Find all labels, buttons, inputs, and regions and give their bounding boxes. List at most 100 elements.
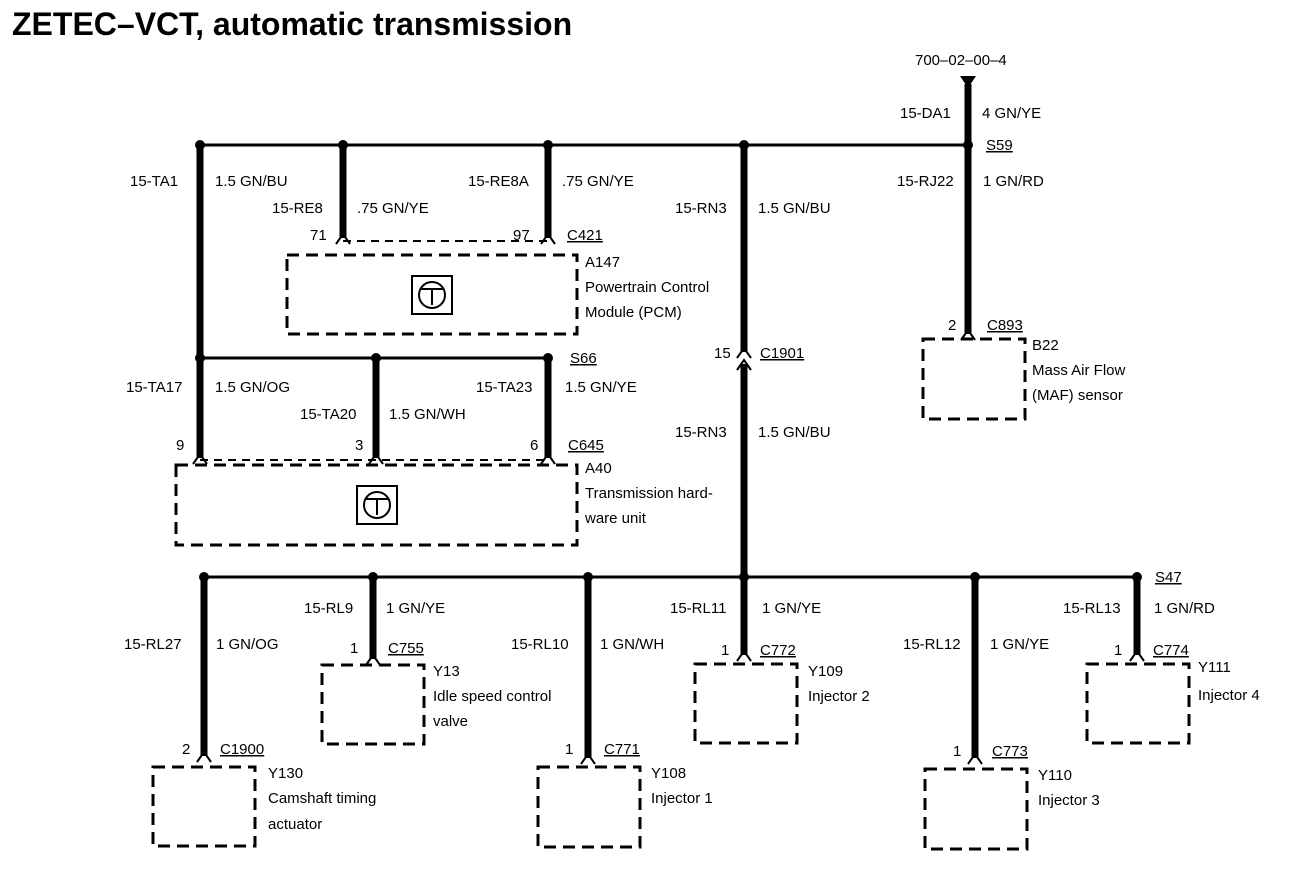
connector-c645: C645 xyxy=(568,437,604,454)
feed-wire-spec: 4 GN/YE xyxy=(982,105,1041,122)
pin-1: 1 xyxy=(953,743,961,760)
wire-15-rl11-circuit: 15-RL11 xyxy=(670,600,726,617)
wire-15-ta1-spec: 1.5 GN/BU xyxy=(215,173,288,190)
connector-arrow xyxy=(580,752,596,765)
wire-15-rl9-circuit: 15-RL9 xyxy=(304,600,353,617)
pin-71: 71 xyxy=(310,227,327,244)
wire-15-rl11-spec: 1 GN/YE xyxy=(762,600,821,617)
connector-arrow xyxy=(967,752,983,765)
wire-15-re8-spec: .75 GN/YE xyxy=(357,200,429,217)
pin-2: 2 xyxy=(948,317,956,334)
wire-15-rl9-spec: 1 GN/YE xyxy=(386,600,445,617)
pin-3: 3 xyxy=(355,437,363,454)
connector-arrow xyxy=(736,649,752,662)
component-a40-line2: ware unit xyxy=(584,510,647,527)
component-y111-id: Y111 xyxy=(1198,659,1231,676)
pin-6: 6 xyxy=(530,437,538,454)
wire-15-rl12-circuit: 15-RL12 xyxy=(903,636,961,653)
component-y13-line1: Idle speed control xyxy=(433,688,551,705)
pin-9: 9 xyxy=(176,437,184,454)
component-b22-id: B22 xyxy=(1032,337,1059,354)
wire-15-rl13-circuit: 15-RL13 xyxy=(1063,600,1121,617)
component-y109-id: Y109 xyxy=(808,663,843,680)
connector-arrow xyxy=(960,328,976,341)
component-y111-line1: Injector 4 xyxy=(1198,687,1260,704)
pin-97: 97 xyxy=(513,227,530,244)
wire-15-ta20-spec: 1.5 GN/WH xyxy=(389,406,466,423)
connector-c772: C772 xyxy=(760,642,796,659)
connector-arrow xyxy=(540,232,556,245)
wire-15-ta17-circuit: 15-TA17 xyxy=(126,379,182,396)
reference-number: 700–02–00–4 xyxy=(915,52,1007,69)
component-y108 xyxy=(536,765,642,849)
connector-c771: C771 xyxy=(604,741,640,758)
wire-15-rj22-circuit: 15-RJ22 xyxy=(897,173,954,190)
pin-1: 1 xyxy=(721,642,729,659)
pin-1: 1 xyxy=(565,741,573,758)
component-b22-maf xyxy=(921,337,1027,421)
component-y13-line2: valve xyxy=(433,713,468,730)
component-y130-id: Y130 xyxy=(268,765,303,782)
splice-s59: S59 xyxy=(986,137,1013,154)
module-symbol-circle xyxy=(363,491,391,519)
connector-c755: C755 xyxy=(388,640,424,657)
pin-2: 2 xyxy=(182,741,190,758)
component-a40-thu xyxy=(174,463,579,547)
module-symbol-mark xyxy=(366,498,388,515)
wire-15-ta23-spec: 1.5 GN/YE xyxy=(565,379,637,396)
component-y109-line1: Injector 2 xyxy=(808,688,870,705)
connector-arrow xyxy=(365,653,381,666)
wire-15-rl12-spec: 1 GN/YE xyxy=(990,636,1049,653)
wire-15-re8-circuit: 15-RE8 xyxy=(272,200,323,217)
diagram-title: ZETEC–VCT, automatic transmission xyxy=(12,6,572,42)
component-a147-pcm xyxy=(285,253,579,336)
component-y110-line1: Injector 3 xyxy=(1038,792,1100,809)
component-y130 xyxy=(151,765,257,848)
component-y130-line2: actuator xyxy=(268,816,322,833)
component-y109 xyxy=(693,662,799,745)
power-feed-arrow xyxy=(960,76,976,88)
wire-15-rl27-circuit: 15-RL27 xyxy=(124,636,182,653)
wire-15-rn3-bottom-spec: 1.5 GN/BU xyxy=(758,424,831,441)
component-a147-id: A147 xyxy=(585,254,620,271)
component-y108-line1: Injector 1 xyxy=(651,790,713,807)
module-symbol-mark xyxy=(421,288,443,305)
connector-c893: C893 xyxy=(987,317,1023,334)
wire-15-re8a-circuit: 15-RE8A xyxy=(468,173,529,190)
connector-arrow xyxy=(335,232,351,245)
component-a147-line1: Powertrain Control xyxy=(585,279,709,296)
wire-15-rj22-spec: 1 GN/RD xyxy=(983,173,1044,190)
wire-15-ta20-circuit: 15-TA20 xyxy=(300,406,356,423)
component-y13 xyxy=(320,663,426,746)
wire-15-rl10-spec: 1 GN/WH xyxy=(600,636,664,653)
wire-15-re8a-spec: .75 GN/YE xyxy=(562,173,634,190)
wire-15-rl27-spec: 1 GN/OG xyxy=(216,636,279,653)
component-y110-id: Y110 xyxy=(1038,767,1072,784)
connector-c421: C421 xyxy=(567,227,603,244)
wire-15-rn3-bottom-circuit: 15-RN3 xyxy=(675,424,727,441)
component-a40-line1: Transmission hard- xyxy=(585,485,713,502)
component-b22-line1: Mass Air Flow xyxy=(1032,362,1126,379)
splice-s66: S66 xyxy=(570,350,597,367)
module-symbol-circle xyxy=(418,281,446,309)
component-y130-line1: Camshaft timing xyxy=(268,790,376,807)
connector-c774: C774 xyxy=(1153,642,1189,659)
connector-c1900: C1900 xyxy=(220,741,264,758)
connector-arrow xyxy=(736,358,752,371)
connector-arrow xyxy=(736,346,752,359)
component-y13-id: Y13 xyxy=(433,663,460,680)
wire-15-rn3-top-spec: 1.5 GN/BU xyxy=(758,200,831,217)
wire-15-ta1-circuit: 15-TA1 xyxy=(130,173,178,190)
pin-1: 1 xyxy=(350,640,358,657)
wire-15-rl10-circuit: 15-RL10 xyxy=(511,636,569,653)
connector-c773: C773 xyxy=(992,743,1028,760)
wire-15-rl13-spec: 1 GN/RD xyxy=(1154,600,1215,617)
component-a40-id: A40 xyxy=(585,460,612,477)
wire-15-rn3-top-circuit: 15-RN3 xyxy=(675,200,727,217)
connector-arrow xyxy=(1129,649,1145,662)
component-a147-line2: Module (PCM) xyxy=(585,304,682,321)
wire-15-ta17-spec: 1.5 GN/OG xyxy=(215,379,290,396)
connector-arrow xyxy=(196,750,212,763)
component-y110 xyxy=(923,767,1029,851)
